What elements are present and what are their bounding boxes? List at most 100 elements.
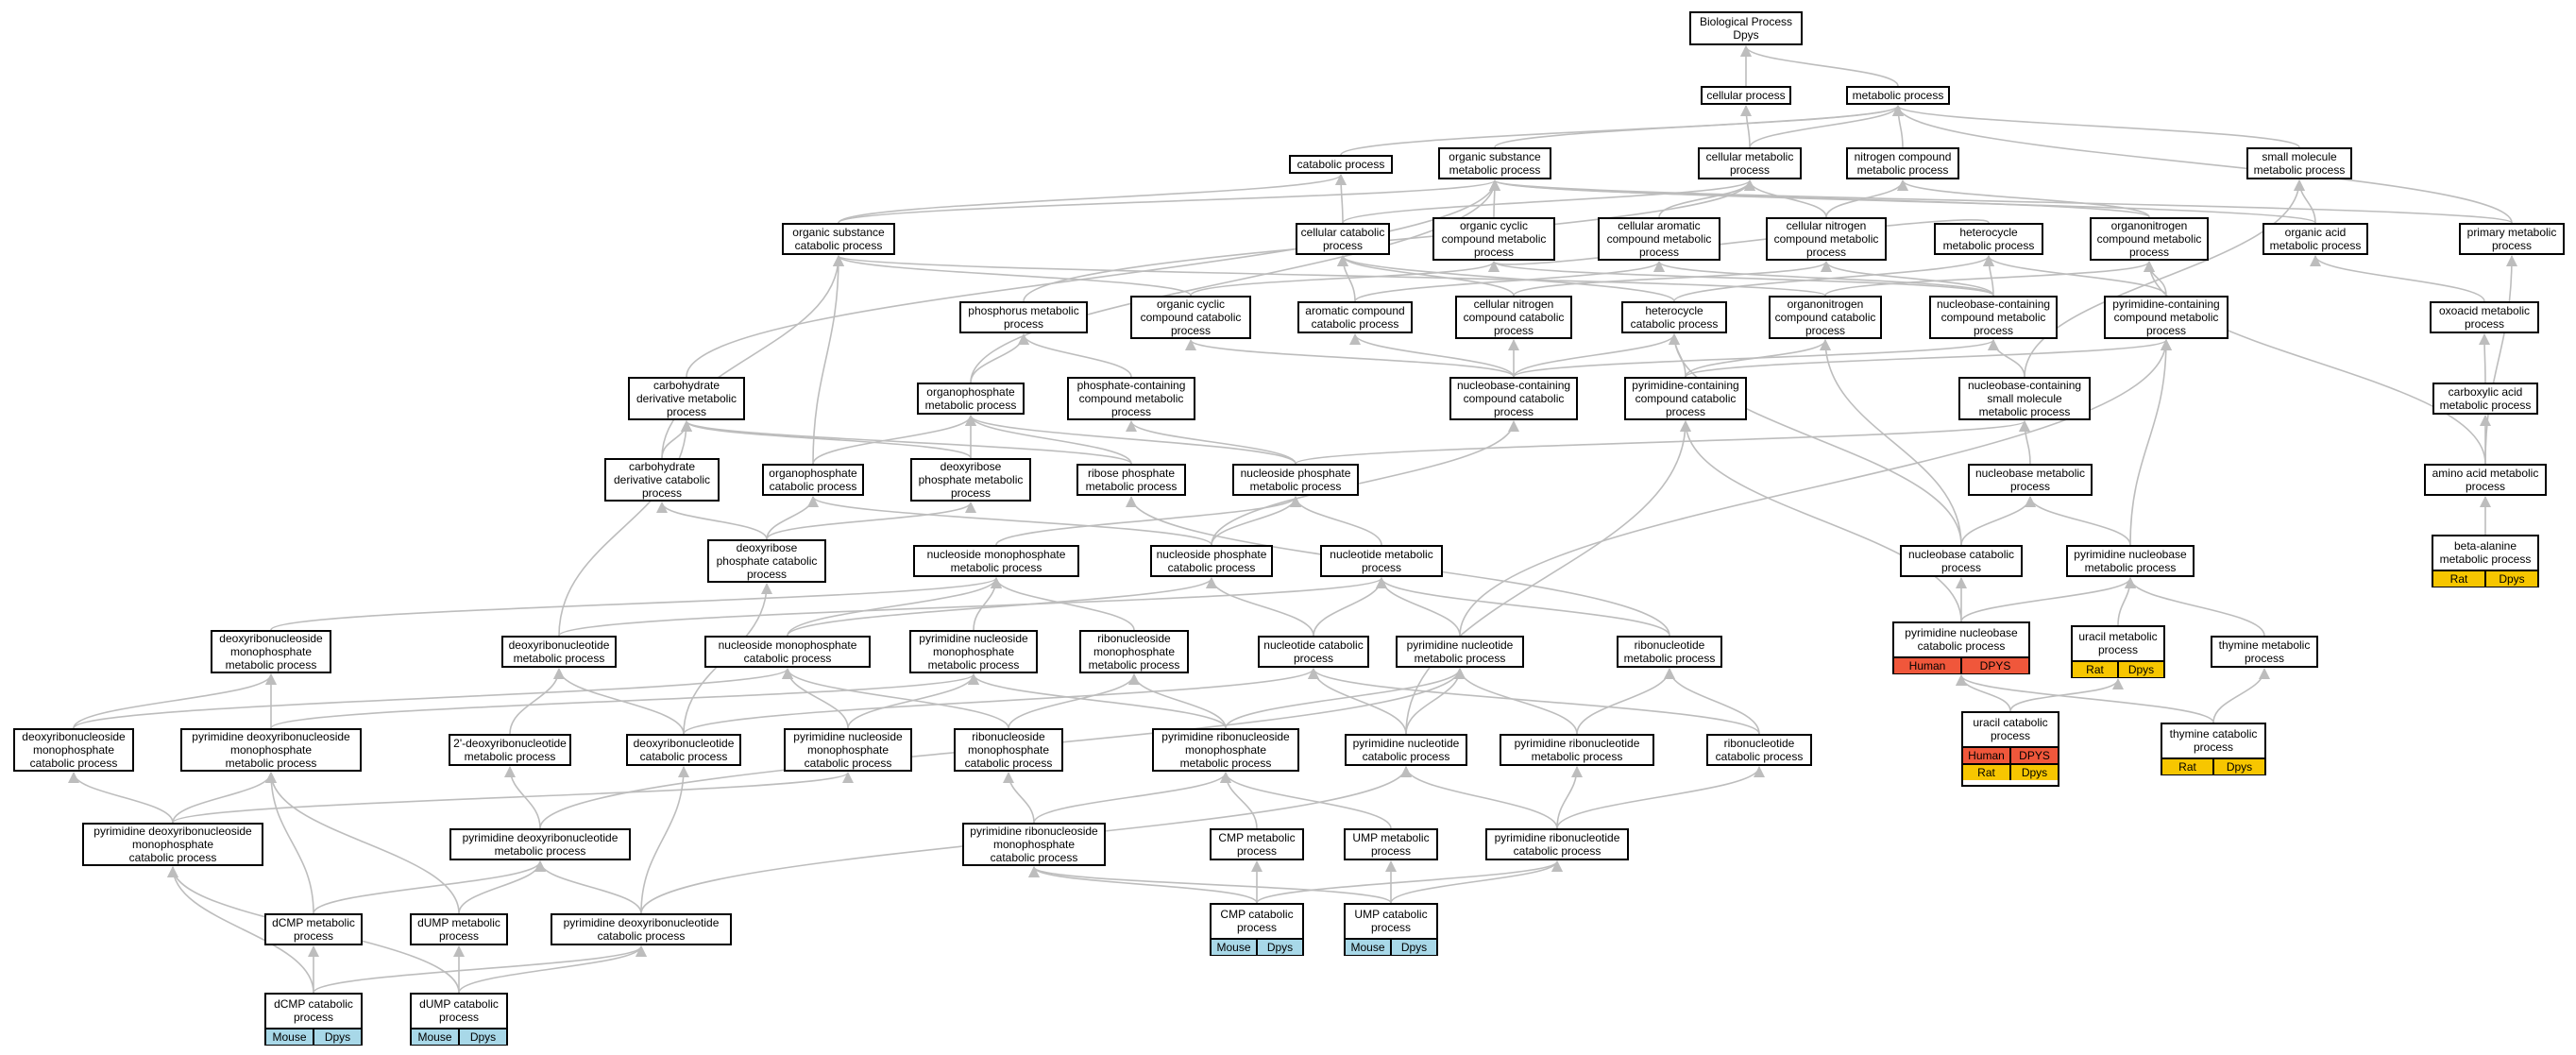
go-term-pyrimidine-nucleobase-metabolic[interactable]: pyrimidine nucleobase metabolic process [2066, 545, 2195, 577]
go-term-nitrogen-compound-metabolic[interactable]: nitrogen compound metabolic process [1846, 147, 1959, 179]
go-term-organophosphate-metabolic[interactable]: organophosphate metabolic process [917, 383, 1025, 415]
go-term-thymine-metabolic[interactable]: thymine metabolic process [2211, 636, 2318, 668]
go-term-ribonucleoside-monophosphate-catabolic[interactable]: ribonucleoside monophosphate catabolic p… [954, 728, 1063, 772]
go-term-nucleobase-containing-small-molecule-metabolic[interactable]: nucleobase-containing small molecule met… [1958, 377, 2091, 420]
edge-pyrimidine-deoxyribonucleotide-catabolic-to-deoxyribonucleotide-catabolic [640, 766, 689, 914]
go-term-carbohydrate-derivative-catabolic[interactable]: carbohydrate derivative catabolic proces… [604, 458, 720, 502]
go-term-deoxyribose-phosphate-catabolic[interactable]: deoxyribose phosphate catabolic process [707, 539, 826, 583]
go-term-ribose-phosphate-metabolic[interactable]: ribose phosphate metabolic process [1076, 464, 1186, 496]
go-term-nucleobase-metabolic[interactable]: nucleobase metabolic process [1968, 464, 2093, 496]
go-term-pyrimidine-containing-compound-metabolic[interactable]: pyrimidine-containing compound metabolic… [2104, 296, 2229, 339]
go-term-pyrimidine-nucleoside-monophosphate-catabolic[interactable]: pyrimidine nucleoside monophosphate cata… [784, 728, 912, 772]
go-term-pyrimidine-deoxyribonucleotide-metabolic[interactable]: pyrimidine deoxyribonucleotide metabolic… [449, 828, 631, 860]
go-term-metabolic-process[interactable]: metabolic process [1846, 86, 1950, 105]
go-term-phosphate-containing-compound-metabolic[interactable]: phosphate-containing compound metabolic … [1067, 377, 1195, 420]
go-term-pyrimidine-nucleotide-metabolic[interactable]: pyrimidine nucleotide metabolic process [1396, 636, 1524, 668]
go-term-nucleoside-monophosphate-metabolic[interactable]: nucleoside monophosphate metabolic proce… [913, 545, 1079, 577]
gene-label: Dpys [2484, 571, 2537, 587]
edge-cellular-metabolic-to-metabolic-process [1749, 105, 1904, 148]
go-term-ribonucleotide-catabolic[interactable]: ribonucleotide catabolic process [1706, 734, 1812, 766]
go-term-phosphorus-metabolic[interactable]: phosphorus metabolic process [959, 301, 1088, 333]
go-term-pyrimidine-deoxyribonucleoside-monophosphate-catabolic[interactable]: pyrimidine deoxyribonucleoside monophosp… [82, 823, 263, 866]
go-term-oxoacid-metabolic[interactable]: oxoacid metabolic process [2430, 301, 2539, 333]
go-term-dcmp-metabolic[interactable]: dCMP metabolic process [264, 913, 363, 945]
edge-thymine-catabolic-to-pyrimidine-nucleobase-catabolic [1956, 674, 2214, 723]
go-term-organophosphate-catabolic[interactable]: organophosphate catabolic process [762, 464, 864, 496]
go-term-label: deoxyribose phosphate catabolic process [716, 541, 818, 581]
go-term-pyrimidine-nucleoside-monophosphate-metabolic[interactable]: pyrimidine nucleoside monophosphate meta… [909, 630, 1038, 673]
go-term-nucleobase-catabolic[interactable]: nucleobase catabolic process [1900, 545, 2023, 577]
go-term-ribonucleotide-metabolic[interactable]: ribonucleotide metabolic process [1617, 636, 1722, 668]
go-term-heterocycle-metabolic[interactable]: heterocycle metabolic process [1934, 223, 2043, 255]
go-term-organic-cyclic-compound-catabolic[interactable]: organic cyclic compound catabolic proces… [1130, 296, 1251, 339]
edge-carboxylic-acid-metabolic-to-oxoacid-metabolic [2479, 333, 2491, 383]
edge-nucleoside-phosphate-metabolic-to-phosphate-containing-compound-metabolic [1126, 420, 1296, 465]
go-term-pyrimidine-deoxyribonucleoside-monophosphate-metabolic[interactable]: pyrimidine deoxyribonucleoside monophosp… [180, 728, 362, 772]
go-term-organonitrogen-compound-catabolic[interactable]: organonitrogen compound catabolic proces… [1769, 296, 1882, 339]
edge-pyrimidine-nucleotide-metabolic-to-pyrimidine-containing-compound-metabolic [1459, 339, 2172, 637]
go-term-organonitrogen-compound-metabolic[interactable]: organonitrogen compound metabolic proces… [2090, 217, 2209, 261]
go-term-nucleoside-phosphate-metabolic[interactable]: nucleoside phosphate metabolic process [1232, 464, 1359, 496]
go-term-pyrimidine-ribonucleotide-metabolic[interactable]: pyrimidine ribonucleotide metabolic proc… [1500, 734, 1654, 766]
go-term-label: dUMP metabolic process [417, 916, 500, 943]
go-term-nucleotide-catabolic[interactable]: nucleotide catabolic process [1258, 636, 1369, 668]
go-term-label: thymine metabolic process [2218, 638, 2311, 665]
go-term-deoxyribose-phosphate-metabolic[interactable]: deoxyribose phosphate metabolic process [910, 458, 1031, 502]
go-term-deoxyribonucleoside-monophosphate-metabolic[interactable]: deoxyribonucleoside monophosphate metabo… [211, 630, 331, 673]
go-term-deoxyribonucleotide-metabolic[interactable]: deoxyribonucleotide metabolic process [501, 636, 617, 668]
go-term-cellular-aromatic-compound-metabolic[interactable]: cellular aromatic compound metabolic pro… [1598, 217, 1720, 261]
go-term-aromatic-compound-catabolic[interactable]: aromatic compound catabolic process [1297, 301, 1413, 333]
go-term-pyrimidine-ribonucleoside-monophosphate-catabolic[interactable]: pyrimidine ribonucleoside monophosphate … [962, 823, 1106, 866]
go-term-amino-acid-metabolic[interactable]: amino acid metabolic process [2424, 464, 2547, 496]
go-term-label: deoxyribonucleoside monophosphate metabo… [219, 632, 323, 672]
go-term-organic-substance-catabolic[interactable]: organic substance catabolic process [782, 223, 895, 255]
go-term-catabolic-process[interactable]: catabolic process [1289, 155, 1393, 174]
go-term-pyrimidine-containing-compound-catabolic[interactable]: pyrimidine-containing compound catabolic… [1624, 377, 1747, 420]
go-term-nucleotide-metabolic[interactable]: nucleotide metabolic process [1320, 545, 1443, 577]
go-term-deoxyribonucleoside-monophosphate-catabolic[interactable]: deoxyribonucleoside monophosphate catabo… [13, 728, 134, 772]
go-term-organic-cyclic-compound-metabolic[interactable]: organic cyclic compound metabolic proces… [1432, 217, 1555, 261]
go-term-pyrimidine-ribonucleotide-catabolic[interactable]: pyrimidine ribonucleotide catabolic proc… [1485, 828, 1629, 860]
go-term-nucleoside-monophosphate-catabolic[interactable]: nucleoside monophosphate catabolic proce… [704, 636, 871, 668]
go-term-cellular-nitrogen-compound-catabolic[interactable]: cellular nitrogen compound catabolic pro… [1455, 296, 1572, 339]
go-term-pyrimidine-deoxyribonucleotide-catabolic[interactable]: pyrimidine deoxyribonucleotide catabolic… [551, 913, 732, 945]
go-term-small-molecule-metabolic[interactable]: small molecule metabolic process [2246, 147, 2352, 179]
go-term-cmp-metabolic[interactable]: CMP metabolic process [1210, 828, 1304, 860]
go-term-organic-substance-metabolic[interactable]: organic substance metabolic process [1438, 147, 1551, 179]
go-term-cellular-nitrogen-compound-metabolic[interactable]: cellular nitrogen compound metabolic pro… [1766, 217, 1887, 261]
edge-pyrimidine-ribonucleotide-catabolic-to-pyrimidine-nucleotide-catabolic [1400, 766, 1558, 829]
go-term-carbohydrate-derivative-metabolic[interactable]: carbohydrate derivative metabolic proces… [628, 377, 745, 420]
go-term-heterocycle-catabolic[interactable]: heterocycle catabolic process [1621, 301, 1727, 333]
go-term-ump-metabolic[interactable]: UMP metabolic process [1344, 828, 1438, 860]
go-term-nucleobase-containing-compound-metabolic[interactable]: nucleobase-containing compound metabolic… [1929, 296, 2058, 339]
go-term-deoxyribonucleotide-catabolic[interactable]: deoxyribonucleotide catabolic process [626, 734, 741, 766]
go-term-cellular-metabolic[interactable]: cellular metabolic process [1698, 147, 1802, 179]
go-term-primary-metabolic[interactable]: primary metabolic process [2459, 223, 2565, 255]
edge-nucleoside-monophosphate-metabolic-to-nucleoside-phosphate-metabolic [995, 496, 1301, 546]
go-term-label: nucleoside phosphate catabolic process [1156, 548, 1267, 574]
species-label: Human [1894, 658, 1960, 673]
go-term-cellular-process[interactable]: cellular process [1701, 86, 1791, 105]
go-term-nucleoside-phosphate-catabolic[interactable]: nucleoside phosphate catabolic process [1150, 545, 1273, 577]
go-term-carboxylic-acid-metabolic[interactable]: carboxylic acid metabolic process [2432, 383, 2538, 415]
go-term-organic-acid-metabolic[interactable]: organic acid metabolic process [2262, 223, 2368, 255]
edge-cellular-metabolic-to-cellular-process [1740, 105, 1753, 148]
go-term-cellular-catabolic[interactable]: cellular catabolic process [1296, 223, 1390, 255]
edge-nucleobase-catabolic-to-organonitrogen-compound-catabolic [1820, 339, 1962, 546]
go-term-deoxyribonucleotide-2-metabolic[interactable]: 2'-deoxyribonucleotide metabolic process [449, 734, 571, 766]
go-term-ribonucleoside-monophosphate-metabolic[interactable]: ribonucleoside monophosphate metabolic p… [1079, 630, 1189, 673]
go-term-nucleobase-containing-compound-catabolic[interactable]: nucleobase-containing compound catabolic… [1449, 377, 1578, 420]
go-term-bp[interactable]: Biological Process Dpys [1689, 11, 1803, 45]
go-term-dump-metabolic[interactable]: dUMP metabolic process [410, 913, 508, 945]
go-term-pyrimidine-nucleotide-catabolic[interactable]: pyrimidine nucleotide catabolic process [1345, 734, 1467, 766]
go-term-pyrimidine-ribonucleoside-monophosphate-metabolic[interactable]: pyrimidine ribonucleoside monophosphate … [1152, 728, 1299, 772]
